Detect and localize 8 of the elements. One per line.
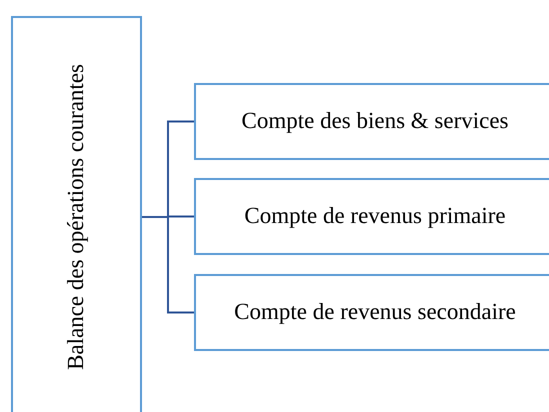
- box-label: Compte de revenus primaire: [244, 203, 506, 230]
- box-label: Balance des opérations courantes: [63, 64, 90, 370]
- category-box: [11, 16, 142, 412]
- box-label: Compte de revenus secondaire: [234, 299, 516, 326]
- category-box: [194, 274, 549, 351]
- category-box: [194, 178, 549, 255]
- category-box: [194, 83, 549, 160]
- box-label: Compte des biens & services: [241, 108, 508, 135]
